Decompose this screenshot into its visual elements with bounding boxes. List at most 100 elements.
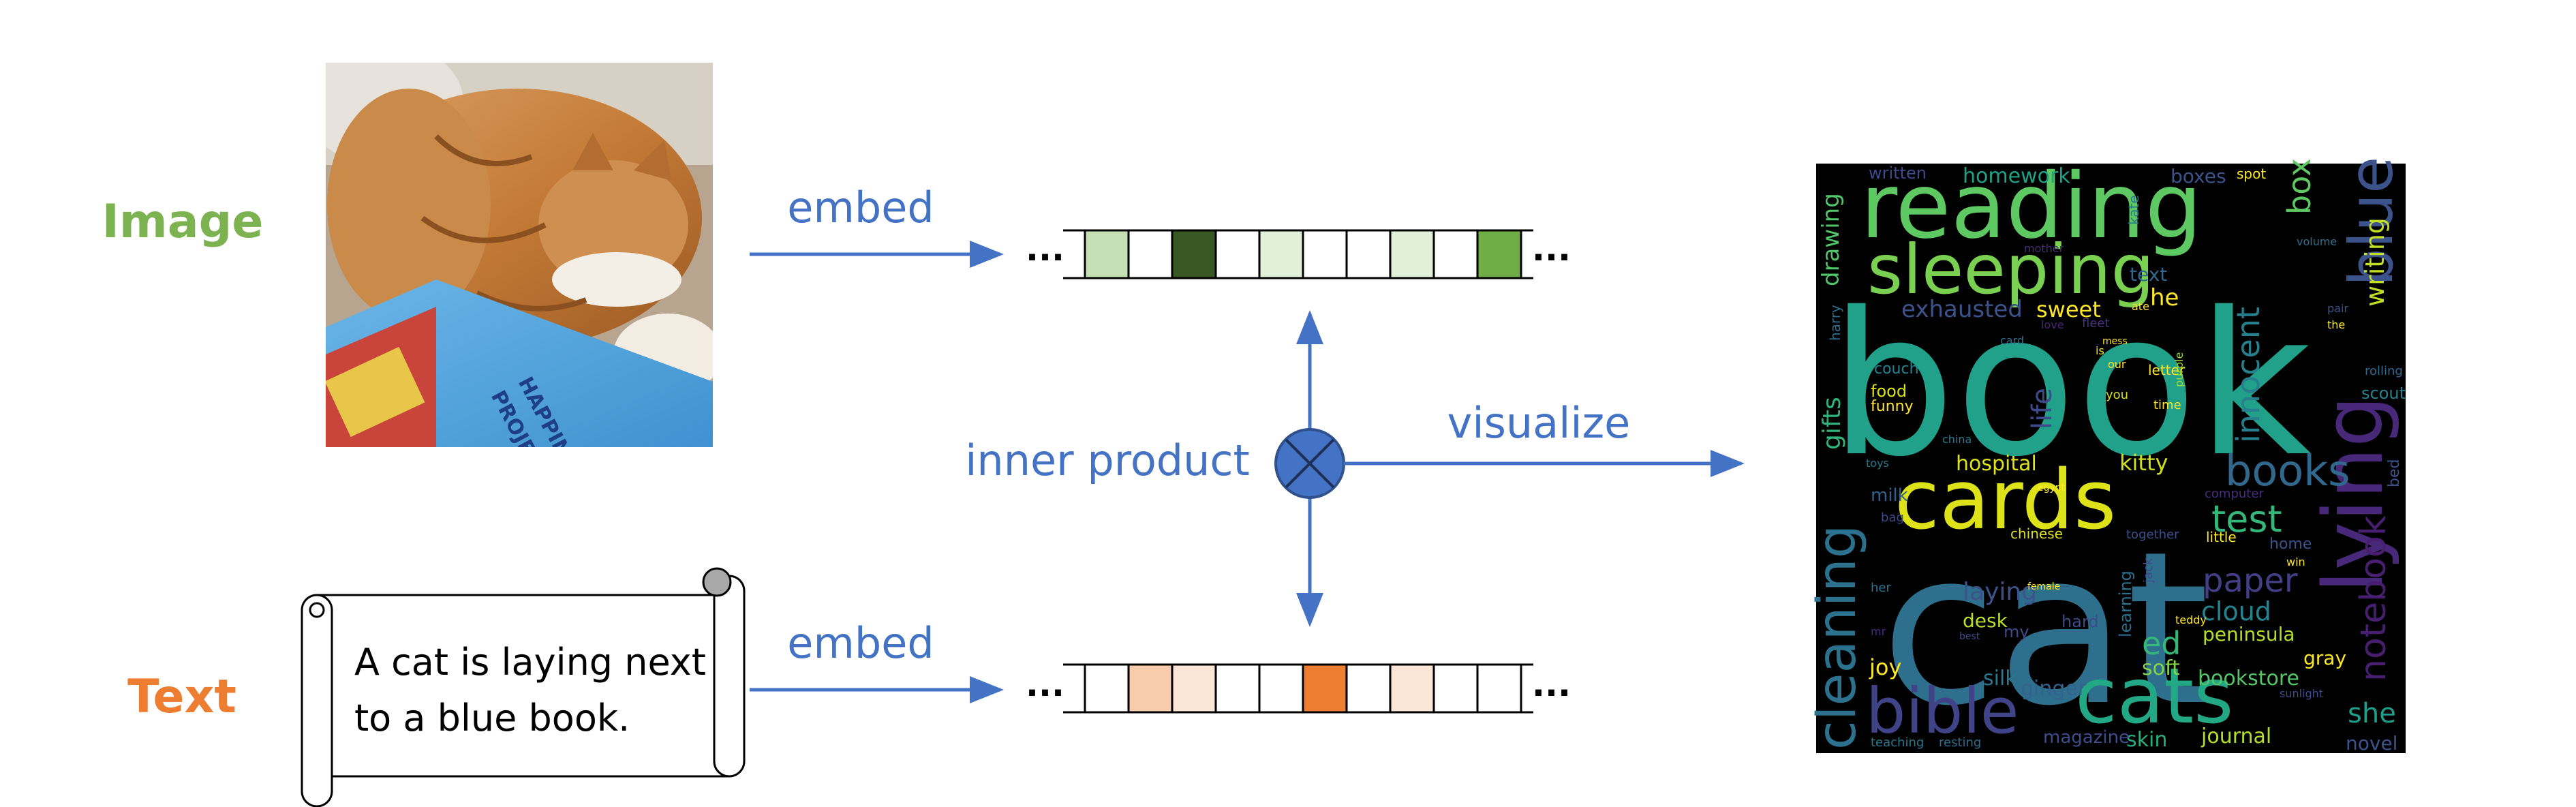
wordcloud-word-cat: cat <box>1881 506 2209 752</box>
wordcloud-word-paper: paper <box>2203 562 2298 600</box>
image-vector-cell-8 <box>1432 229 1479 279</box>
wordcloud-word-food: food <box>1871 382 1907 401</box>
wordcloud-word-cleaning: cleaning <box>1807 525 1868 750</box>
wordcloud-word-cloud: cloud <box>2201 596 2271 626</box>
text-vector-cell-9 <box>1476 663 1522 714</box>
image-vector-cell-1 <box>1127 229 1174 279</box>
wordcloud-word-soft: soft <box>2142 656 2180 680</box>
wordcloud-word-bed: bed <box>2386 459 2403 487</box>
wordcloud-word-rolling: rolling <box>2365 364 2403 378</box>
wordcloud-word-boxes: boxes <box>2171 165 2226 187</box>
wordcloud-word-she: she <box>2348 698 2396 729</box>
wordcloud-word-pair: pair <box>2327 302 2348 315</box>
wordcloud-word-home: home <box>2269 536 2312 553</box>
wordcloud-word-kate: kate <box>2126 195 2142 225</box>
text-label: Text <box>127 670 236 724</box>
text-vector-cell-0 <box>1084 663 1130 714</box>
wordcloud-word-couch: couch <box>1874 361 1919 378</box>
wordcloud-word-hard: hard <box>2061 612 2099 631</box>
wordcloud-word-life: life <box>2027 388 2058 429</box>
wordcloud-word-teddy: teddy <box>2175 613 2207 626</box>
wordcloud-word-mr: mr <box>1871 625 1886 638</box>
wordcloud-word-funny: funny <box>1871 398 1914 415</box>
caption-scroll: A cat is laying next to a blue book. <box>301 567 746 807</box>
wordcloud-word-mess: mess <box>2102 336 2128 347</box>
wordcloud-word-time: time <box>2153 398 2181 412</box>
wordcloud-word-jack: jack <box>2141 558 2156 583</box>
caption-line-1: A cat is laying next <box>354 641 706 684</box>
text-vector-cell-1 <box>1127 663 1174 714</box>
word-cloud: bookcatreadingsleepingcardscatslyingbibl… <box>1807 154 2406 755</box>
wordcloud-word-test: test <box>2211 498 2282 540</box>
inner-product-node <box>1274 428 1345 499</box>
wordcloud-word-peninsula: peninsula <box>2203 623 2295 645</box>
wordcloud-word-learning: learning <box>2116 570 2135 637</box>
wordcloud-word-sunlight: sunlight <box>2280 687 2323 700</box>
wordcloud-word-the: the <box>2327 318 2345 331</box>
wordcloud-word-reading: reading <box>1860 154 2202 259</box>
text-vector-ellipsis-left: ... <box>1026 665 1064 704</box>
wordcloud-word-drawing: drawing <box>1818 193 1845 286</box>
wordcloud-word-bag: bag <box>1881 511 1904 525</box>
wordcloud-word-written: written <box>1869 164 1927 183</box>
wordcloud-word-toys: toys <box>1866 457 1889 470</box>
wordcloud-word-novel: novel <box>2346 732 2397 755</box>
caption-line-2: to a blue book. <box>354 697 630 740</box>
text-vector-cell-6 <box>1345 663 1392 714</box>
wordcloud-word-gifts: gifts <box>1818 397 1846 450</box>
wordcloud-word-silk: silk <box>1983 667 2017 690</box>
wordcloud-word-kitty: kitty <box>2119 450 2168 476</box>
wordcloud-word-her: her <box>1871 581 1891 595</box>
wordcloud-word-letter: letter <box>2148 362 2186 378</box>
wordcloud-word-resting: resting <box>1939 735 1981 750</box>
wordcloud-word-skin: skin <box>2126 728 2167 752</box>
wordcloud-word-laying: laying <box>1963 578 2037 606</box>
wordcloud-word-ed: ed <box>2142 625 2181 662</box>
wordcloud-word-innocent: innocent <box>2230 307 2267 443</box>
text-embedding-vector: ... ... <box>1026 663 1571 714</box>
text-vector-cell-4 <box>1258 663 1304 714</box>
image-vector-ellipsis-right: ... <box>1532 229 1571 269</box>
wordcloud-word-computer: computer <box>2205 487 2264 501</box>
wordcloud-word-notebook: notebook <box>2353 515 2394 682</box>
embed-label-bottom: embed <box>787 618 934 668</box>
wordcloud-word-china: china <box>1942 433 1972 446</box>
wordcloud-word-win: win <box>2286 555 2305 568</box>
image-embedding-vector: ... ... <box>1026 229 1571 279</box>
wordcloud-word-gray: gray <box>2303 647 2346 669</box>
wordcloud-word-hospital: hospital <box>1956 452 2037 476</box>
wordcloud-word-teaching: teaching <box>1871 735 1924 750</box>
wordcloud-word-he: he <box>2150 284 2179 311</box>
wordcloud-word-sleeping: sleeping <box>1867 230 2154 309</box>
wordcloud-word-fleet: fleet <box>2082 316 2110 331</box>
image-vector-cell-9 <box>1476 229 1522 279</box>
cat-photo: HAPPINESS PROJECT <box>326 63 713 447</box>
wordcloud-word-milk: milk <box>1871 485 1908 506</box>
wordcloud-word-lying: lying <box>2307 395 2402 593</box>
wordcloud-word-our: our <box>2108 358 2126 371</box>
wordcloud-word-sweet: sweet <box>2036 296 2101 322</box>
wordcloud-word-books: books <box>2225 446 2350 496</box>
wordcloud-word-ate: ate <box>2132 300 2149 313</box>
image-vector-ellipsis-left: ... <box>1026 229 1064 269</box>
wordcloud-word-card: card <box>2000 334 2024 347</box>
image-vector-cell-2 <box>1171 229 1217 279</box>
inner-product-label: inner product <box>965 436 1250 485</box>
image-vector-cell-7 <box>1389 229 1435 279</box>
wordcloud-word-exhausted: exhausted <box>1901 296 2023 323</box>
wordcloud-word-spot: spot <box>2237 166 2266 182</box>
text-vector-cell-8 <box>1432 663 1479 714</box>
wordcloud-word-you: you <box>2106 388 2128 402</box>
wordcloud-word-female: female <box>2027 581 2060 592</box>
wordcloud-word-my: my <box>2004 622 2029 641</box>
wordcloud-word-journal: journal <box>2201 725 2271 748</box>
image-vector-cell-0 <box>1084 229 1130 279</box>
text-vector-cell-5 <box>1302 663 1348 714</box>
wordcloud-word-homework: homework <box>1963 164 2070 188</box>
wordcloud-word-egypt: egypt <box>2038 483 2066 493</box>
wordcloud-word-bookstore: bookstore <box>2198 667 2299 690</box>
wordcloud-word-mother: mother <box>2024 242 2064 255</box>
wordcloud-word-volume: volume <box>2297 235 2337 248</box>
wordcloud-word-love: love <box>2041 318 2064 331</box>
